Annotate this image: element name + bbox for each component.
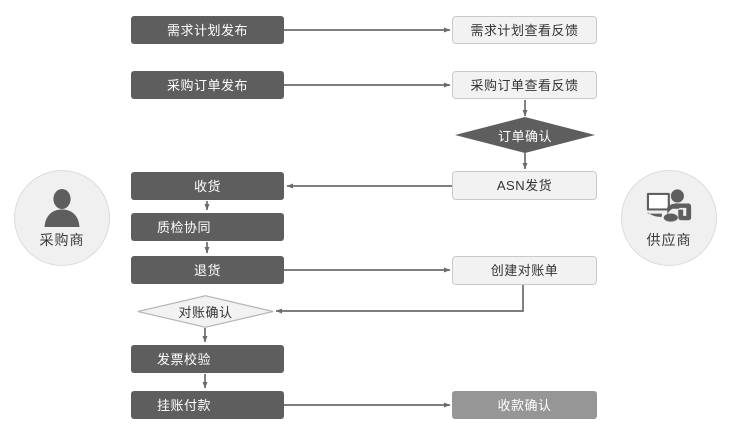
node-asn-ship[interactable]: ASN发货 [452,171,597,200]
node-label: 订单确认 [497,128,552,144]
node-demand-plan-feedback[interactable]: 需求计划查看反馈 [452,16,597,44]
actor-supplier: 供应商 [621,170,717,266]
node-label: 收货 [193,178,221,194]
diamond-shape [137,295,274,328]
node-label: 采购订单查看反馈 [470,77,579,93]
node-label: 收款确认 [497,397,552,413]
node-order-confirm[interactable]: 订单确认 [455,117,595,153]
node-return-goods[interactable]: 退货 [131,256,284,284]
node-label: 质检协同 [157,219,212,235]
node-label: ASN发货 [496,178,553,193]
node-receive-goods[interactable]: 收货 [131,172,284,200]
node-receipt-confirm[interactable]: 收款确认 [452,391,597,419]
node-create-statement[interactable]: 创建对账单 [452,256,597,285]
node-statement-confirm[interactable]: 对账确认 [137,295,274,328]
actor-buyer-label: 采购商 [39,231,85,248]
person-at-computer-icon [646,188,692,222]
node-label: 需求计划发布 [166,22,248,38]
node-label: 需求计划查看反馈 [470,22,579,38]
node-payable-payment[interactable]: 挂账付款 [131,391,284,419]
person-icon [44,188,80,227]
node-label: 对账确认 [178,305,233,320]
node-label: 挂账付款 [157,397,212,413]
actor-buyer: 采购商 [14,170,110,266]
node-label: 创建对账单 [490,263,559,278]
node-invoice-verify[interactable]: 发票校验 [131,345,284,373]
node-po-publish[interactable]: 采购订单发布 [131,71,284,99]
edge-statement-to-confirm [275,285,524,314]
node-label: 采购订单发布 [166,77,248,93]
node-label: 发票校验 [157,351,212,367]
node-demand-plan-publish[interactable]: 需求计划发布 [131,16,284,44]
actor-supplier-label: 供应商 [646,231,692,248]
node-qc-collab[interactable]: 质检协同 [131,213,284,241]
node-po-feedback[interactable]: 采购订单查看反馈 [452,71,597,99]
diamond-shape [455,117,595,153]
node-label: 退货 [193,262,221,278]
